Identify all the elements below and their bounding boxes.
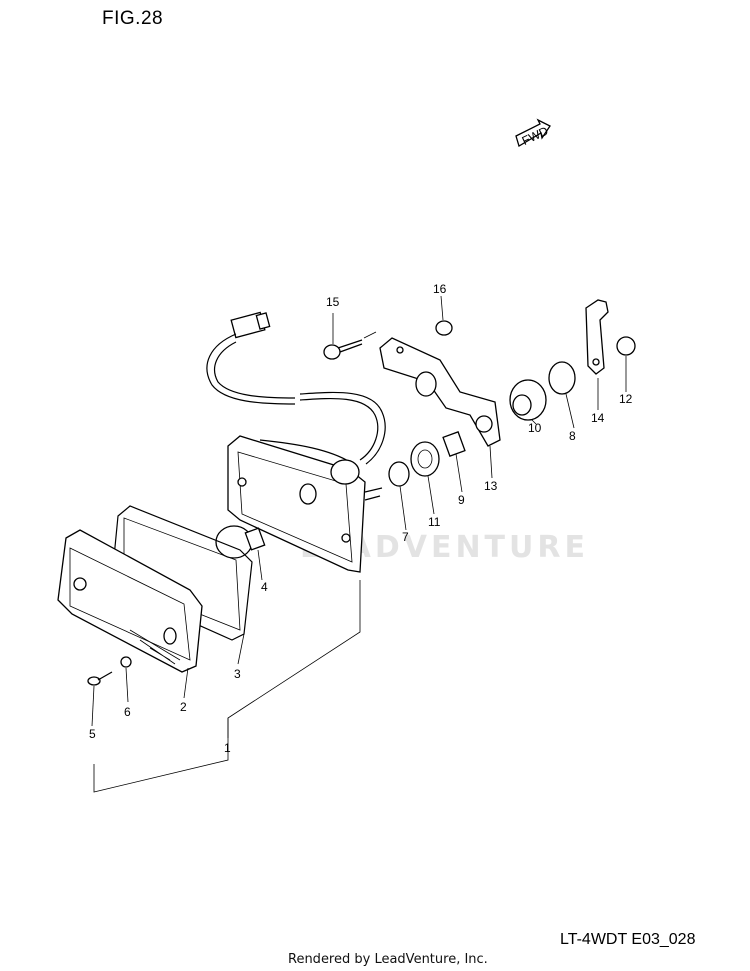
callout-13: 13 (484, 479, 498, 493)
bracket (379, 337, 501, 447)
lens (57, 529, 203, 673)
fwd-arrow-icon: FWD (515, 118, 551, 148)
washer (388, 461, 410, 487)
grommet (410, 441, 440, 477)
part-callouts: 1 2 3 4 5 6 7 8 9 10 11 12 13 14 15 16 (89, 282, 633, 755)
drawing-code: LT-4WDT E03_028 (560, 931, 696, 948)
screw (87, 671, 113, 686)
callout-14: 14 (591, 411, 605, 425)
damper (509, 379, 547, 421)
bulb (215, 525, 266, 559)
callout-4: 4 (261, 580, 268, 594)
callout-16: 16 (433, 282, 447, 296)
figure-title: FIG.28 (102, 8, 164, 29)
callout-2: 2 (180, 700, 187, 714)
callout-9: 9 (458, 493, 465, 507)
nut-upper (435, 320, 453, 336)
callout-6: 6 (124, 705, 131, 719)
leader-lines (91, 295, 627, 793)
callout-11: 11 (428, 515, 441, 529)
callout-10: 10 (528, 421, 542, 435)
nut (616, 336, 636, 356)
callout-5: 5 (89, 727, 96, 741)
callout-12: 12 (619, 392, 633, 406)
lamp-housing (227, 435, 383, 573)
washer-large (548, 361, 576, 395)
fwd-label: FWD (520, 124, 551, 148)
callout-1: 1 (224, 741, 231, 755)
callout-15: 15 (326, 295, 340, 309)
callout-7: 7 (402, 530, 409, 544)
bolt (323, 331, 377, 360)
stay (585, 299, 609, 375)
washer-small (120, 656, 132, 668)
callout-8: 8 (569, 429, 576, 443)
callout-3: 3 (234, 667, 241, 681)
spacer (442, 431, 466, 457)
render-credit: Rendered by LeadVenture, Inc. (288, 952, 488, 967)
wire-harness (206, 311, 386, 465)
